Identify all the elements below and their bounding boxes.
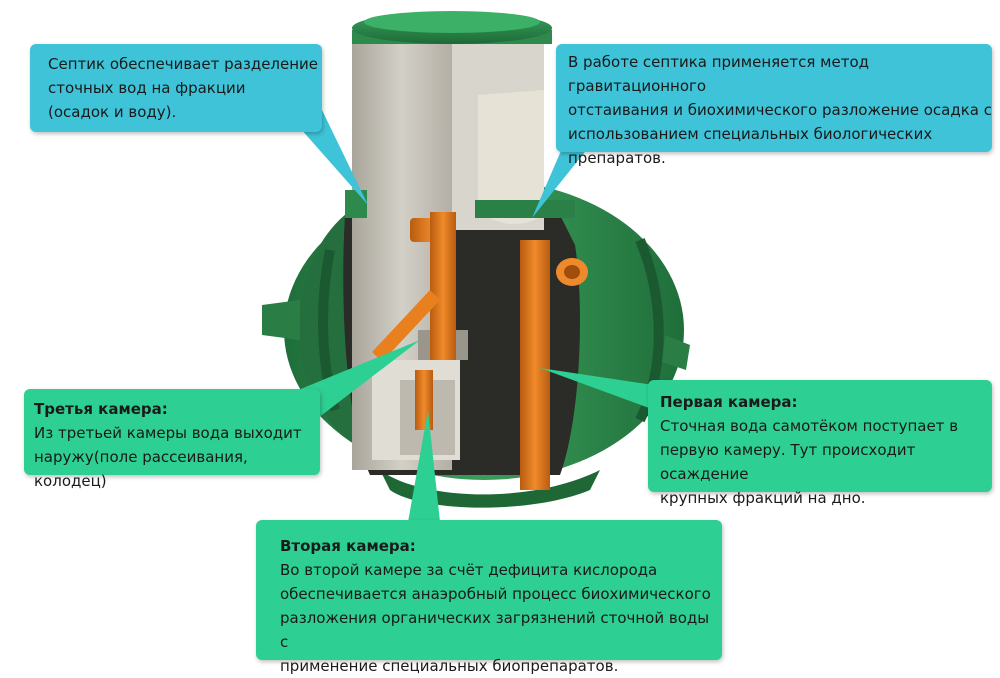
callout-text: Септик обеспечивает разделение сточных в… [48, 55, 319, 121]
pointer-second [408, 410, 440, 522]
callout-text: Из третьей камеры вода выходит наружу(по… [34, 424, 302, 490]
pointer-top-left [300, 110, 368, 205]
callout-text: В работе септика применяется метод грави… [568, 53, 993, 167]
callout-text: Сточная вода самотёком поступает в перву… [660, 417, 959, 507]
callout-first-chamber: Первая камера: Сточная вода самотёком по… [648, 380, 992, 507]
callout-third-chamber: Третья камера: Из третьей камеры вода вы… [24, 389, 320, 490]
callout-second-chamber: Вторая камера: Во второй камере за счёт … [256, 520, 722, 675]
callout-title: Третья камера: [34, 400, 168, 418]
neck-and-lid [345, 11, 575, 218]
callout-title: Первая камера: [660, 393, 798, 411]
orange-pipes [372, 212, 588, 490]
callout-title: Вторая камера: [280, 537, 416, 555]
callout-fraction-separation: Септик обеспечивает разделение сточных в… [30, 44, 322, 132]
callout-treatment-method: В работе септика применяется метод грави… [556, 44, 992, 167]
callout-text: Во второй камере за счёт дефицита кислор… [280, 561, 711, 675]
pointer-first [540, 368, 660, 412]
pointer-top-right [532, 130, 588, 218]
